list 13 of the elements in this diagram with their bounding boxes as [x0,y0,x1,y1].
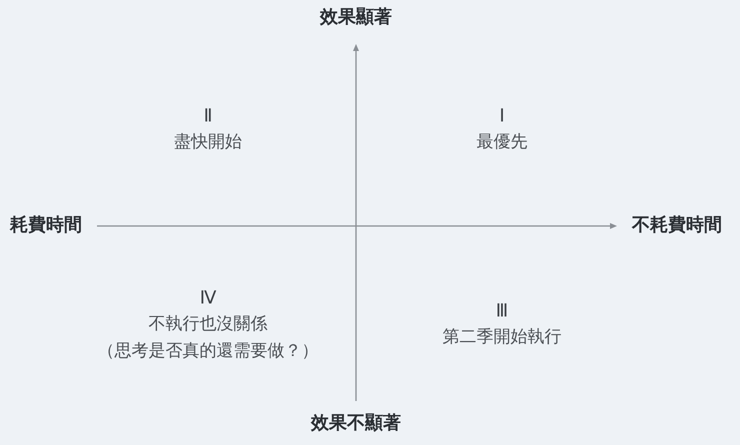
quadrant-number: Ⅰ [499,106,505,128]
quadrant-number: Ⅱ [204,106,212,128]
quadrant-label: 不執行也沒關係 [148,315,268,335]
quadrant-label: 盡快開始 [174,133,242,153]
quadrant-note: （思考是否真的還需要做？） [98,342,318,362]
quadrant-number: Ⅲ [496,302,508,322]
axis-label: 耗費時間 [10,216,82,236]
axis-label: 效果不顯著 [311,414,401,434]
axis-label: 效果顯著 [320,8,392,28]
quadrant-number: Ⅳ [200,288,216,310]
quadrant-label: 第二季開始執行 [442,328,562,348]
quadrant-label: 最優先 [476,133,528,153]
axis-label: 不耗費時間 [632,216,722,236]
